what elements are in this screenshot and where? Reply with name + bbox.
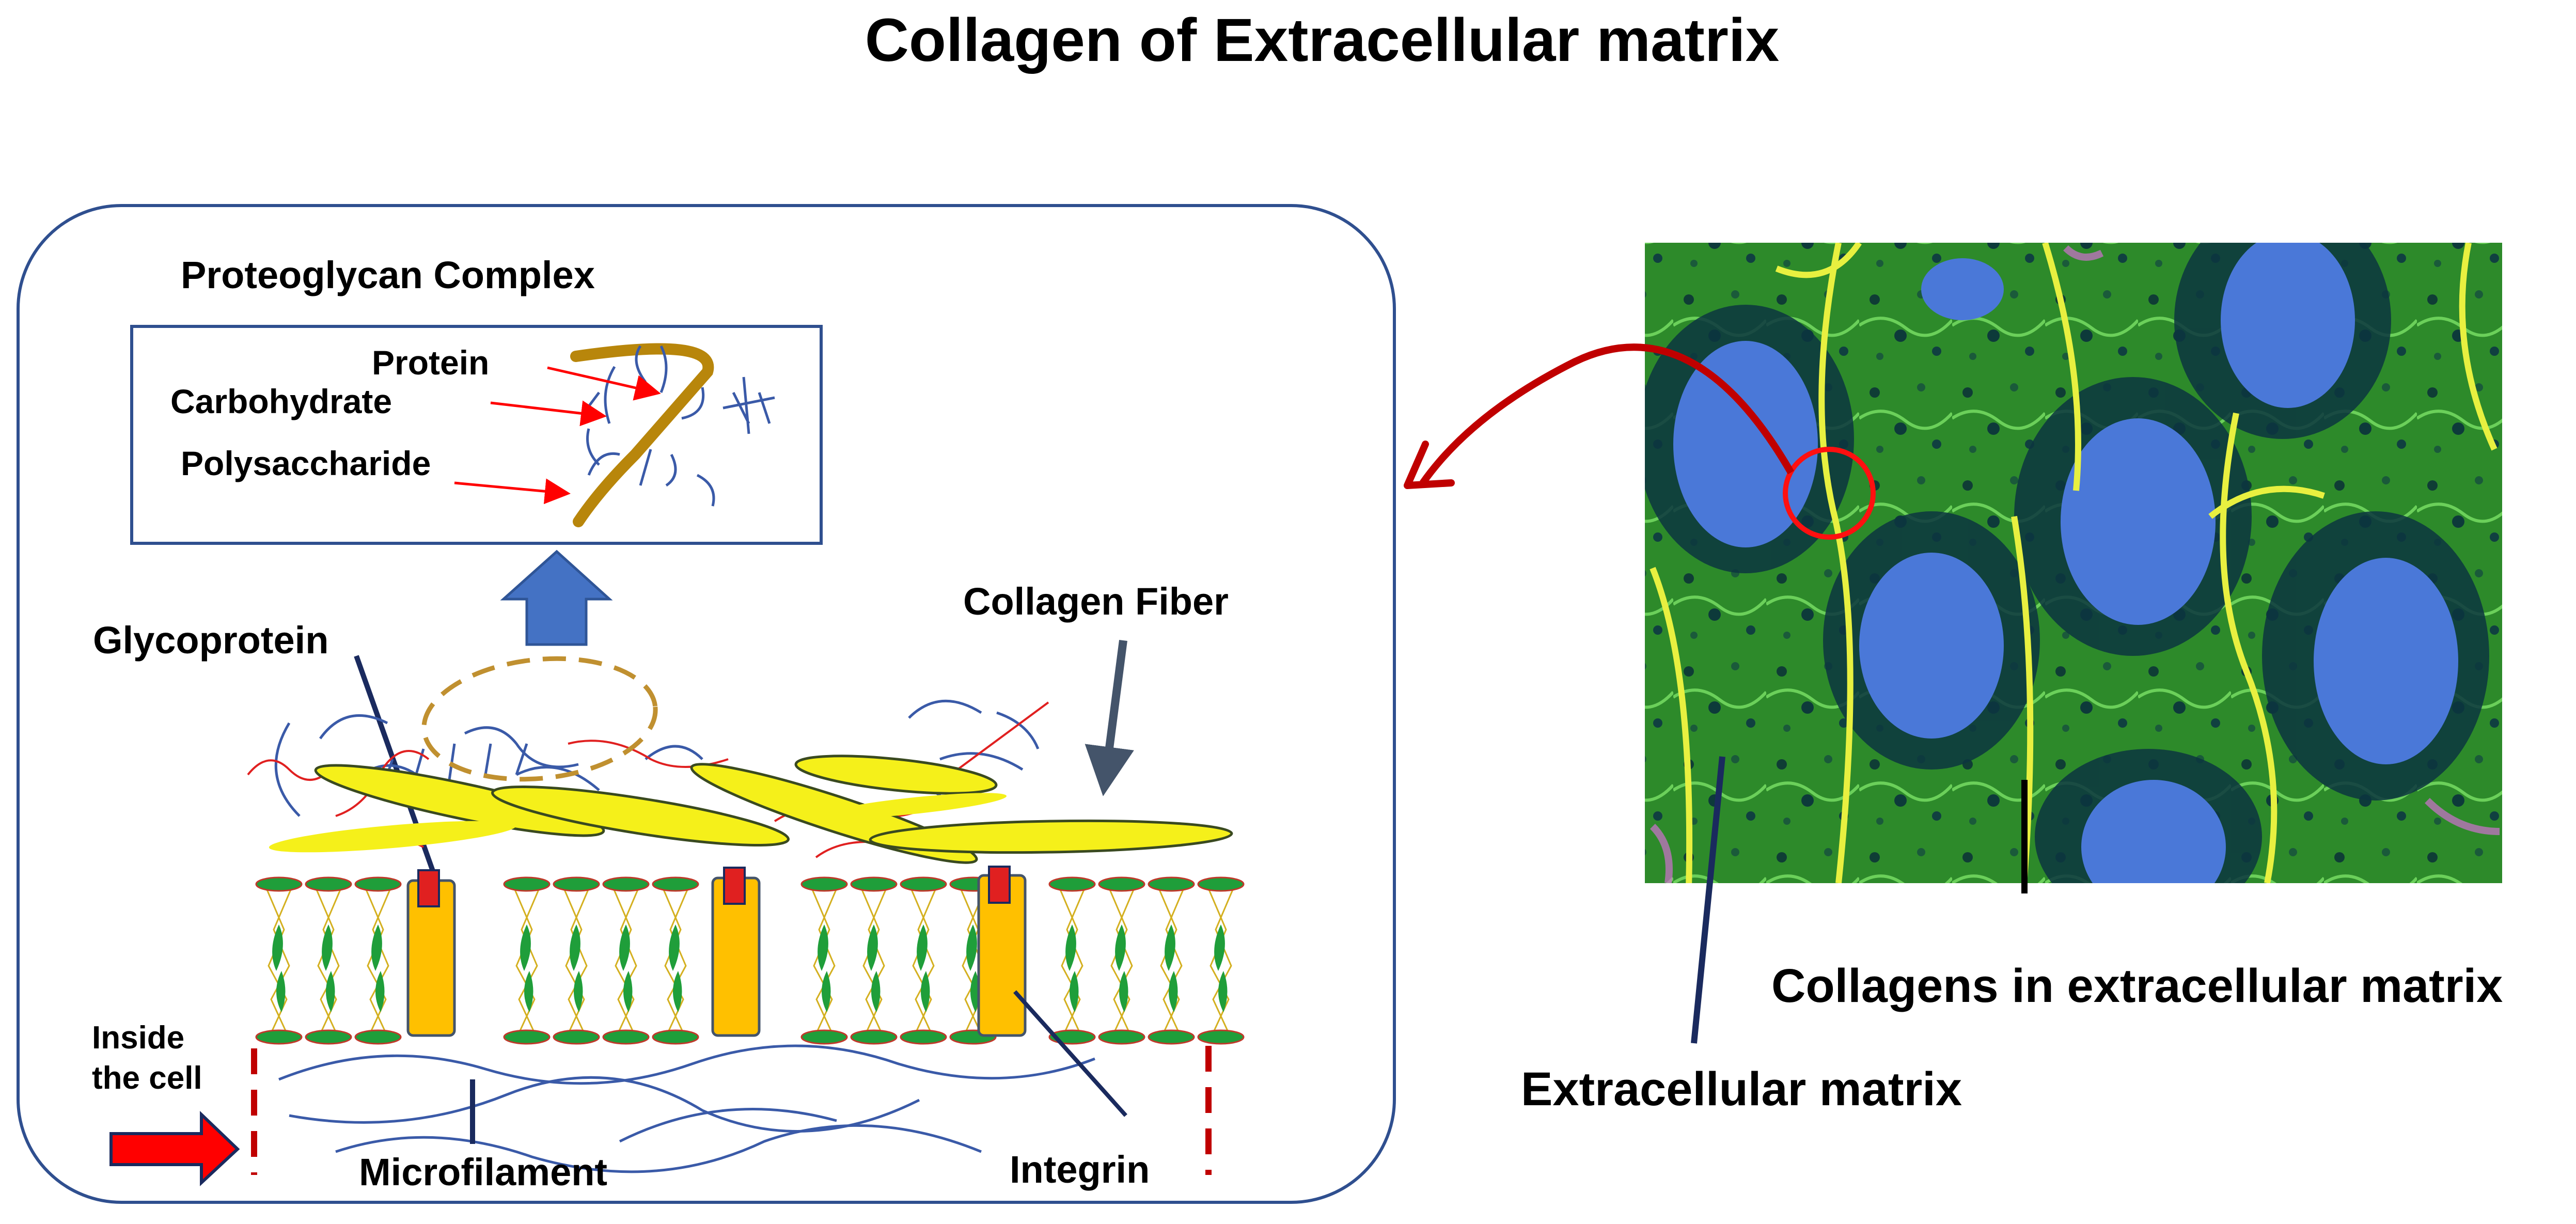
zoom-highlight-circle [1783, 447, 1876, 540]
protein-pointer [547, 366, 661, 401]
carbohydrate-pointer [490, 400, 607, 427]
inside-cell-label-line2: the cell [92, 1060, 202, 1096]
collagen-fiber-label: Collagen Fiber [963, 580, 1229, 623]
zoom-curve-arrow [1420, 343, 1795, 485]
polysaccharide-pointer [454, 478, 571, 505]
microfilament-label: Microfilament [359, 1151, 607, 1194]
ecm-label: Extracellular matrix [1521, 1063, 1962, 1116]
collagen-fibers [269, 755, 1233, 864]
collagen-strands [1650, 243, 2498, 883]
up-arrow-icon [500, 550, 613, 646]
inside-cell-label-line1: Inside [92, 1020, 184, 1056]
proteoglycan-molecule [454, 343, 775, 527]
integrin-proteins [406, 866, 1027, 1037]
polysaccharide-label: Polysaccharide [181, 444, 431, 482]
collagen-fiber-pointer [1085, 639, 1134, 796]
integrin-pointer [1013, 990, 1127, 1117]
ecm-micrograph [1645, 243, 2502, 883]
proteoglycan-highlight [421, 656, 658, 782]
inside-arrow-icon [109, 1110, 240, 1186]
ecm-pointer [1691, 756, 1725, 1044]
proteoglycan-heading: Proteoglycan Complex [181, 254, 595, 296]
integrin-label: Integrin [1010, 1148, 1150, 1191]
carbohydrate-label: Carbohydrate [170, 382, 392, 420]
zoom-arrowhead-icon [1404, 441, 1455, 489]
page-title: Collagen of Extracellular matrix [865, 6, 1780, 74]
microfilaments [278, 1044, 1095, 1173]
cell-membrane [255, 876, 1245, 1045]
cell-nuclei [1673, 243, 2458, 883]
protein-label: Protein [372, 343, 489, 382]
glycoprotein-label: Glycoprotein [93, 619, 328, 662]
collagens-label: Collagens in extracellular matrix [1771, 960, 2503, 1012]
